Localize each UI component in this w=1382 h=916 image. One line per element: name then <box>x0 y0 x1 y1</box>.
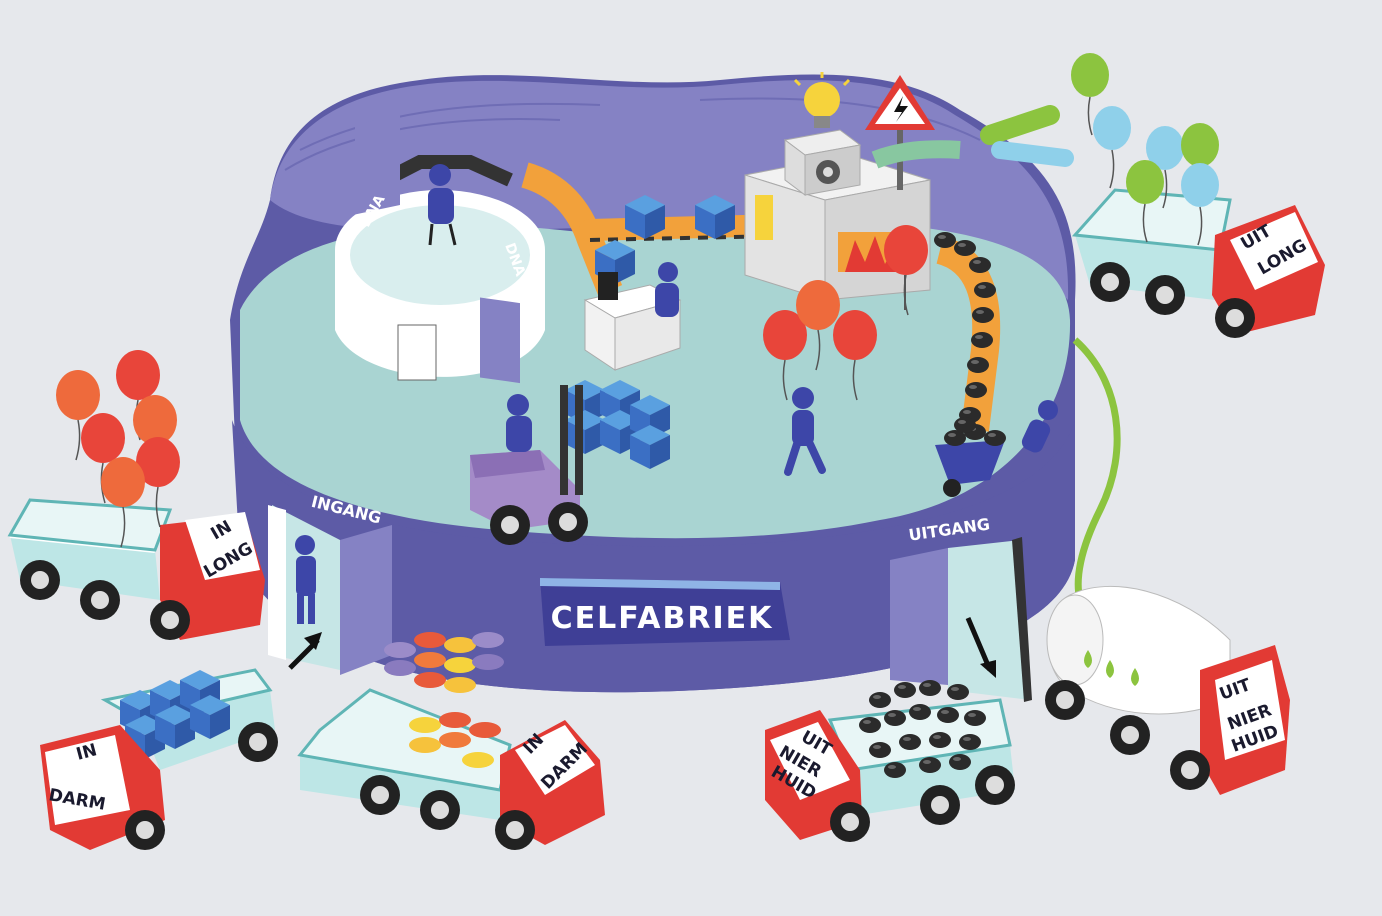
exhaust-pipes <box>871 105 1121 601</box>
truck-in-darm-blocks[interactable]: IN DARM <box>40 668 278 850</box>
lightbulb-icon <box>793 72 851 128</box>
truck-in-darm-discs[interactable]: IN DARM <box>297 632 605 850</box>
control-room-operator <box>428 164 457 246</box>
factory-name-sign: CELFABRIEK <box>540 578 790 646</box>
exit-arrow-icon <box>965 617 993 671</box>
truck-uit-nier-huid-tank[interactable]: UIT NIER HUID <box>1045 585 1290 795</box>
balloon-worker <box>762 224 929 476</box>
stacked-discs-cargo <box>384 632 504 768</box>
truck-uit-nier-huid-coal[interactable]: UIT NIER HUID <box>765 680 1015 842</box>
truck-uit-long[interactable]: UIT LONG <box>1070 52 1325 338</box>
drop-icons <box>1084 650 1139 686</box>
control-room-door <box>397 324 437 381</box>
factory-name: CELFABRIEK <box>551 601 774 636</box>
dna-control-room: DNA DNA <box>335 114 545 384</box>
doorman-worker <box>295 535 316 624</box>
coal-conveyor <box>934 232 1001 432</box>
wheelbarrow-worker <box>935 400 1058 497</box>
truck-in-long[interactable]: IN LONG <box>7 349 265 640</box>
entrance-door[interactable]: INGANG <box>268 492 392 675</box>
forklift <box>470 380 670 545</box>
desk-worker <box>583 262 682 371</box>
